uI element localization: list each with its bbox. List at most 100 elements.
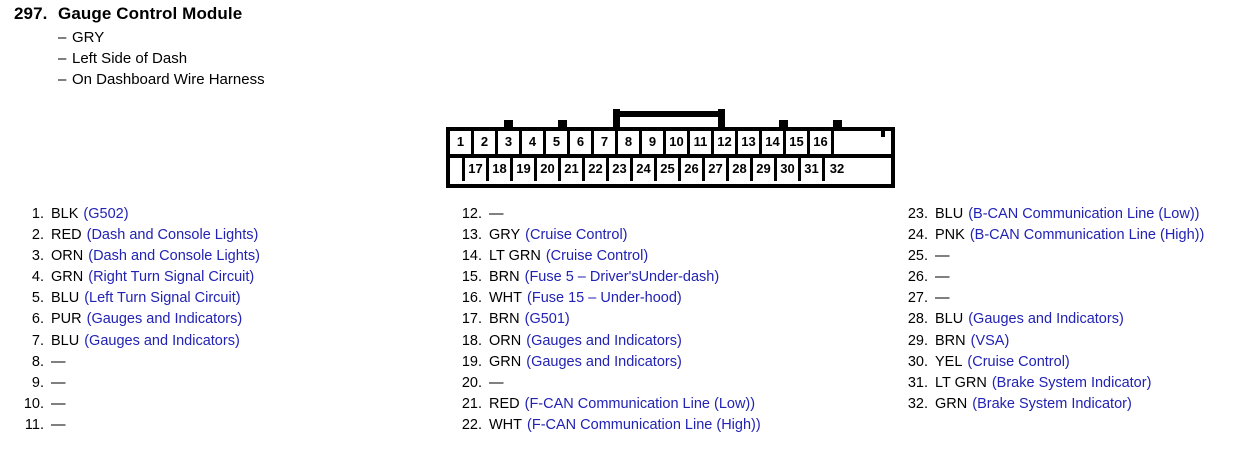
- keying-bump-right-1: [779, 120, 788, 127]
- pin-number: 21.: [461, 395, 482, 412]
- pin-wire-color: BLU: [935, 311, 964, 328]
- pin-list-item: 8.—: [14, 352, 444, 373]
- pin-unused-dash: —: [51, 395, 66, 412]
- page-title: 297. Gauge Control Module: [14, 4, 265, 24]
- pin-circuit-description: (G502): [83, 206, 129, 222]
- pin-circuit-description: (Dash and Console Lights): [88, 248, 260, 265]
- pin-list-item: 18.ORN(Gauges and Indicators): [452, 331, 892, 352]
- pin-wire-color: BLU: [51, 290, 80, 307]
- pin-wire-color: GRY: [489, 227, 521, 244]
- pin-wire-color: ORN: [51, 248, 84, 265]
- pin-number: 8.: [31, 353, 44, 370]
- pin-circuit-description: (Fuse 5 – Driver'sUnder-dash): [524, 269, 720, 286]
- pin-circuit-description: (Brake System Indicator): [991, 374, 1152, 391]
- pin-list-item: 21.RED(F-CAN Communication Line (Low)): [452, 394, 892, 415]
- pin-number: 20.: [461, 374, 482, 391]
- pin-wire-color: BLU: [51, 332, 80, 349]
- pin-list-column-3: 23.BLU(B-CAN Communication Line (Low))24…: [898, 204, 1238, 415]
- pin-number: 4.: [31, 269, 44, 286]
- pin-wire-color: LT GRN: [489, 248, 541, 265]
- pin-list-item: 1. BLK(G502): [14, 204, 444, 225]
- pin-list-item: 20. —: [452, 373, 892, 394]
- module-attribute: –GRY: [58, 27, 265, 48]
- connector-pin-29: 29: [753, 158, 777, 181]
- pin-list-item: 27.—: [898, 288, 1238, 309]
- module-attribute: –On Dashboard Wire Harness: [58, 69, 265, 90]
- pin-circuit-description: (F-CAN Communication Line (High)): [527, 416, 761, 433]
- connector-pin-14: 14: [762, 131, 786, 154]
- connector-pin-9: 9: [642, 131, 666, 154]
- pin-unused-dash: —: [489, 374, 504, 391]
- connector-pin-27: 27: [705, 158, 729, 181]
- module-attribute-list: –GRY–Left Side of Dash–On Dashboard Wire…: [58, 27, 265, 90]
- connector-pin-21: 21: [561, 158, 585, 181]
- connector-pin-25: 25: [657, 158, 681, 181]
- pin-number: 31.: [907, 374, 928, 391]
- pin-number: 14.: [461, 248, 482, 265]
- pin-wire-color: BRN: [489, 311, 520, 328]
- latch-post-left: [613, 109, 620, 133]
- pin-wire-color: BRN: [489, 269, 520, 286]
- pin-circuit-description: (Fuse 15 – Under-hood): [527, 290, 682, 307]
- pin-circuit-description: (F-CAN Communication Line (Low)): [524, 395, 756, 412]
- pin-number: 23.: [907, 206, 928, 222]
- pin-wire-color: GRN: [489, 353, 522, 370]
- connector-pin-1: 1: [450, 131, 474, 154]
- pin-wire-color: YEL: [935, 353, 963, 370]
- pin-list-item: 9. —: [14, 373, 444, 394]
- pin-number: 6.: [31, 311, 44, 328]
- pin-list-item: 12.—: [452, 204, 892, 225]
- pin-circuit-description: (Cruise Control): [525, 227, 628, 244]
- pin-list-item: 19.GRN(Gauges and Indicators): [452, 352, 892, 373]
- pin-list-item: 28.BLU(Gauges and Indicators): [898, 309, 1238, 330]
- pin-circuit-description: (Right Turn Signal Circuit): [88, 269, 255, 286]
- pin-number: 9.: [31, 374, 44, 391]
- pin-list-item: 6.PUR(Gauges and Indicators): [14, 309, 444, 330]
- connector-pin-11: 11: [690, 131, 714, 154]
- attribute-dash: –: [58, 71, 67, 88]
- pin-wire-color: GRN: [935, 395, 968, 412]
- pin-list-item: 25.—: [898, 246, 1238, 267]
- attribute-text: Left Side of Dash: [72, 50, 188, 67]
- pin-list-item: 3.ORN(Dash and Console Lights): [14, 246, 444, 267]
- pin-number: 13.: [461, 227, 482, 244]
- pin-number: 28.: [907, 311, 928, 328]
- connector-pin-4: 4: [522, 131, 546, 154]
- pin-wire-color: ORN: [489, 332, 522, 349]
- pin-circuit-description: (Gauges and Indicators): [526, 332, 682, 349]
- connector-blank-cell: [450, 158, 465, 181]
- pin-wire-color: PNK: [935, 227, 965, 244]
- attribute-dash: –: [58, 29, 67, 46]
- pin-wire-color: BLK: [51, 206, 79, 222]
- pin-number: 10.: [23, 395, 44, 412]
- pin-number: 1.: [31, 206, 44, 222]
- connector-pin-7: 7: [594, 131, 618, 154]
- pin-circuit-description: (G501): [524, 311, 570, 328]
- pin-unused-dash: —: [935, 290, 950, 307]
- connector-pin-8: 8: [618, 131, 642, 154]
- attribute-text: On Dashboard Wire Harness: [72, 71, 265, 88]
- pin-number: 30.: [907, 353, 928, 370]
- pin-wire-color: WHT: [489, 416, 523, 433]
- pin-list-item: 4.GRN(Right Turn Signal Circuit): [14, 267, 444, 288]
- pin-number: 26.: [907, 269, 928, 286]
- connector-pin-15: 15: [786, 131, 810, 154]
- pin-number: 32.: [907, 395, 928, 412]
- pin-number: 19.: [461, 353, 482, 370]
- pin-circuit-description: (Cruise Control): [545, 248, 649, 265]
- pin-number: 16.: [461, 290, 482, 307]
- pin-unused-dash: —: [489, 206, 504, 222]
- pin-unused-dash: —: [51, 416, 66, 433]
- connector-pin-10: 10: [666, 131, 690, 154]
- connector-pin-30: 30: [777, 158, 801, 181]
- pin-number: 24.: [907, 227, 928, 244]
- pin-wire-color: BRN: [935, 332, 966, 349]
- pin-list-item: 24.PNK(B-CAN Communication Line (High)): [898, 225, 1238, 246]
- module-attribute: –Left Side of Dash: [58, 48, 265, 69]
- pin-unused-dash: —: [51, 374, 66, 391]
- pin-circuit-description: (Dash and Console Lights): [86, 227, 259, 244]
- connector-pin-3: 3: [498, 131, 522, 154]
- pin-list-item: 7.BLU(Gauges and Indicators): [14, 331, 444, 352]
